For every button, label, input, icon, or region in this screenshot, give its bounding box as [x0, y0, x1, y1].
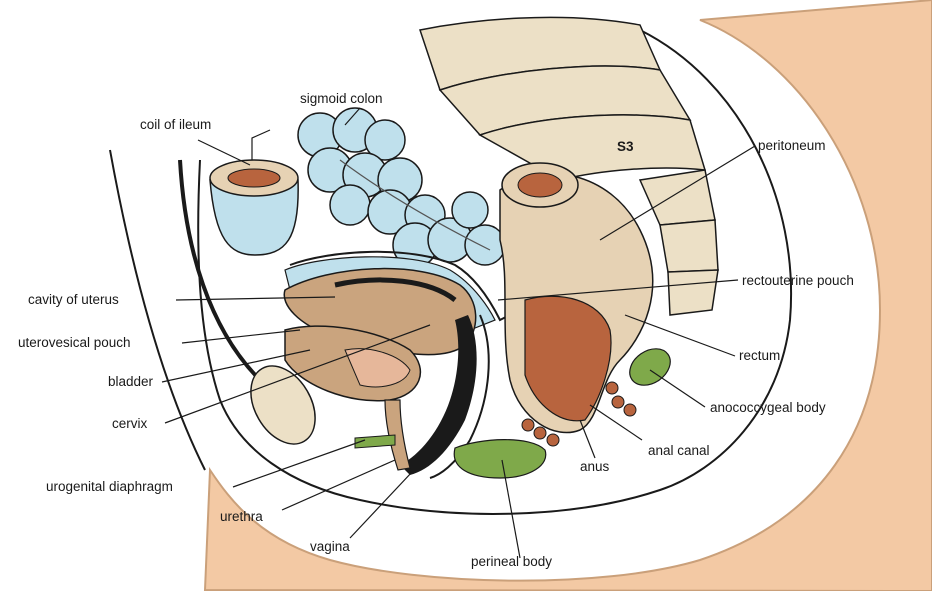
- label-perineal-body: perineal body: [471, 555, 552, 569]
- label-anococcygeal-body: anococcygeal body: [710, 401, 826, 415]
- label-s3: S3: [617, 140, 634, 154]
- label-peritoneum: peritoneum: [758, 139, 826, 153]
- label-uterovesical-pouch: uterovesical pouch: [18, 336, 131, 350]
- perineal-body-green: [454, 440, 546, 478]
- label-cervix: cervix: [112, 417, 147, 431]
- label-coil-of-ileum: coil of ileum: [140, 118, 211, 132]
- label-urethra: urethra: [220, 510, 263, 524]
- label-rectouterine-pouch: rectouterine pouch: [742, 274, 854, 288]
- label-bladder: bladder: [108, 375, 153, 389]
- label-vagina: vagina: [310, 540, 350, 554]
- label-rectum: rectum: [739, 349, 780, 363]
- label-anus: anus: [580, 460, 609, 474]
- label-cavity-of-uterus: cavity of uterus: [28, 293, 119, 307]
- label-urogenital-diaphragm: urogenital diaphragm: [46, 480, 173, 494]
- label-sigmoid-colon: sigmoid colon: [300, 92, 383, 106]
- label-anal-canal: anal canal: [648, 444, 710, 458]
